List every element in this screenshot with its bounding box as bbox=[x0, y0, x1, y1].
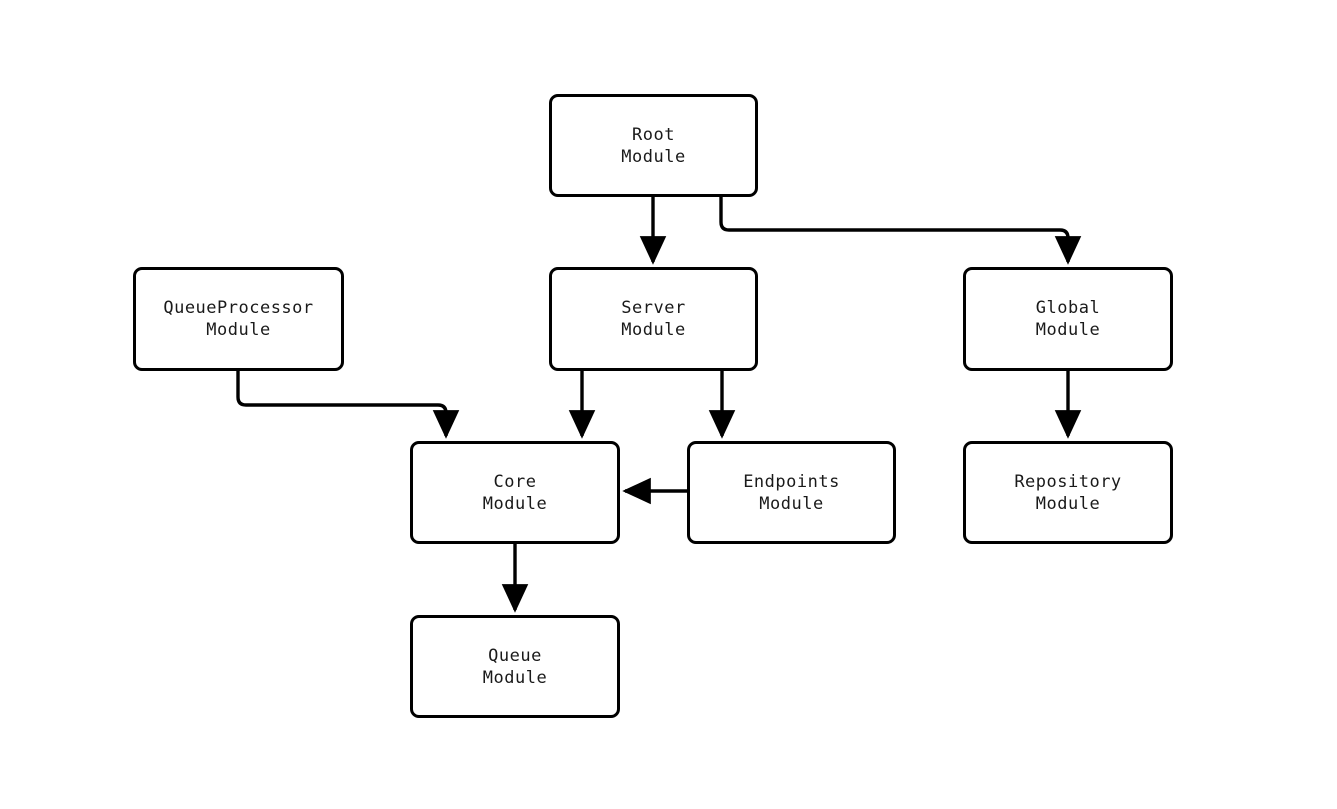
edge-root-global bbox=[719, 197, 1082, 265]
node-endpoints-module-suffix: Module bbox=[759, 493, 824, 514]
node-root-module-name: Root bbox=[632, 124, 675, 145]
node-server-module[interactable]: Server Module bbox=[549, 267, 758, 371]
node-queueprocessor-module-suffix: Module bbox=[206, 320, 271, 340]
node-queue-module-suffix: Module bbox=[482, 667, 548, 688]
node-server-module-name: Server bbox=[621, 298, 686, 318]
node-global-module-suffix: Module bbox=[1035, 320, 1101, 340]
node-core-module-name: Core bbox=[493, 471, 537, 492]
node-root-module-suffix: Module bbox=[621, 146, 686, 167]
node-queue-module[interactable]: Queue Module bbox=[410, 615, 620, 718]
node-repository-module-suffix: Module bbox=[1035, 493, 1101, 514]
node-global-module[interactable]: Global Module bbox=[963, 267, 1173, 371]
node-global-module-name: Global bbox=[1035, 298, 1101, 318]
node-endpoints-module[interactable]: Endpoints Module bbox=[687, 441, 896, 544]
node-core-module[interactable]: Core Module bbox=[410, 441, 620, 544]
node-repository-module[interactable]: Repository Module bbox=[963, 441, 1173, 544]
edge-queueprocessor-core bbox=[236, 371, 460, 439]
node-queueprocessor-module[interactable]: QueueProcessor Module bbox=[133, 267, 344, 371]
node-endpoints-module-name: Endpoints bbox=[743, 471, 840, 492]
node-queueprocessor-module-name: QueueProcessor bbox=[163, 298, 314, 318]
node-server-module-suffix: Module bbox=[621, 320, 686, 340]
node-repository-module-name: Repository bbox=[1014, 471, 1122, 492]
node-core-module-suffix: Module bbox=[482, 493, 548, 514]
node-root-module[interactable]: Root Module bbox=[549, 94, 758, 197]
node-queue-module-name: Queue bbox=[488, 645, 542, 666]
